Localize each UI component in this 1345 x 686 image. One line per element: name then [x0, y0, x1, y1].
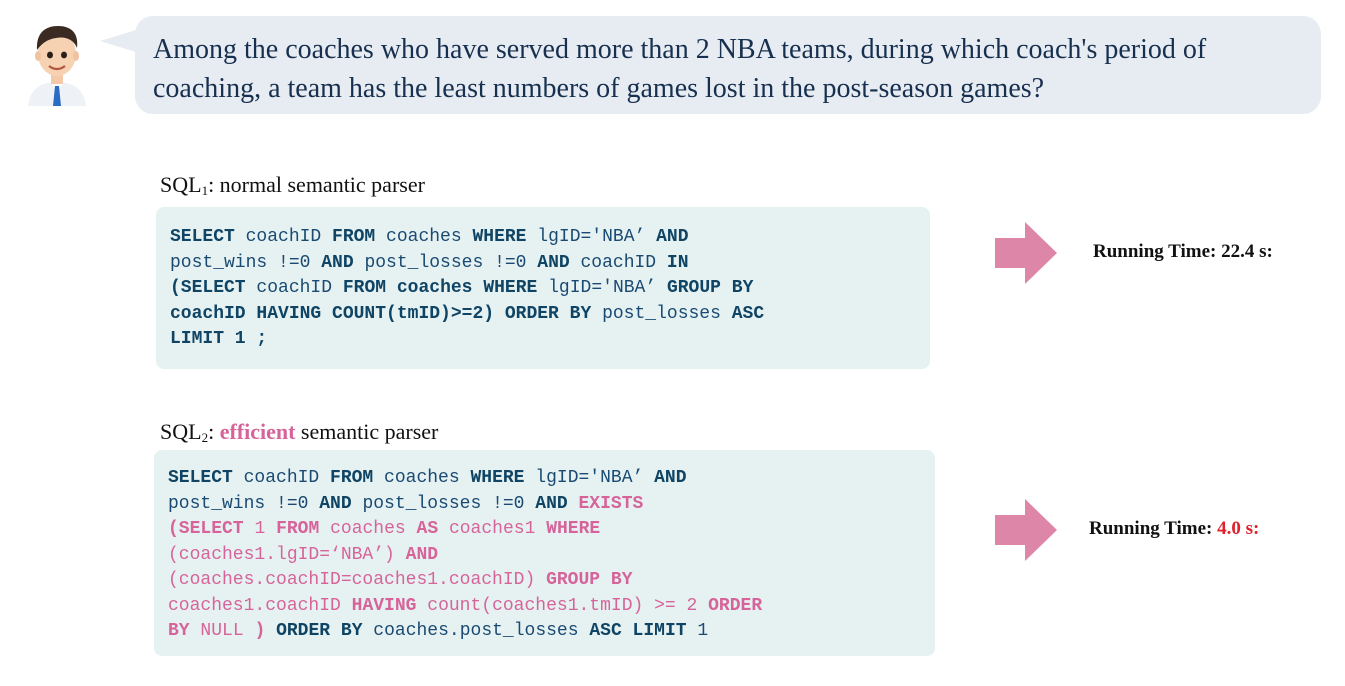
efficient-highlight: efficient [219, 419, 296, 444]
sql1-running-time: Running Time: 22.4 s: [1093, 241, 1273, 262]
question-bubble: Among the coaches who have served more t… [135, 16, 1321, 114]
right-arrow-icon [995, 499, 1057, 561]
user-avatar-icon [28, 26, 86, 106]
sql2-running-time: Running Time: 4.0 s: [1089, 518, 1260, 539]
question-text: Among the coaches who have served more t… [153, 34, 1207, 104]
right-arrow-icon [995, 222, 1057, 284]
speech-bubble-tail [100, 30, 136, 52]
sql1-label: SQL1: normal semantic parser [160, 172, 425, 198]
sql2-code-block: SELECT coachID FROM coaches WHERE lgID='… [154, 450, 935, 656]
sql2-code: SELECT coachID FROM coaches WHERE lgID='… [168, 468, 763, 641]
sql1-code-block: SELECT coachID FROM coaches WHERE lgID='… [156, 207, 930, 369]
sql1-code: SELECT coachID FROM coaches WHERE lgID='… [170, 227, 765, 349]
sql2-label: SQL2: efficient semantic parser [160, 419, 439, 445]
